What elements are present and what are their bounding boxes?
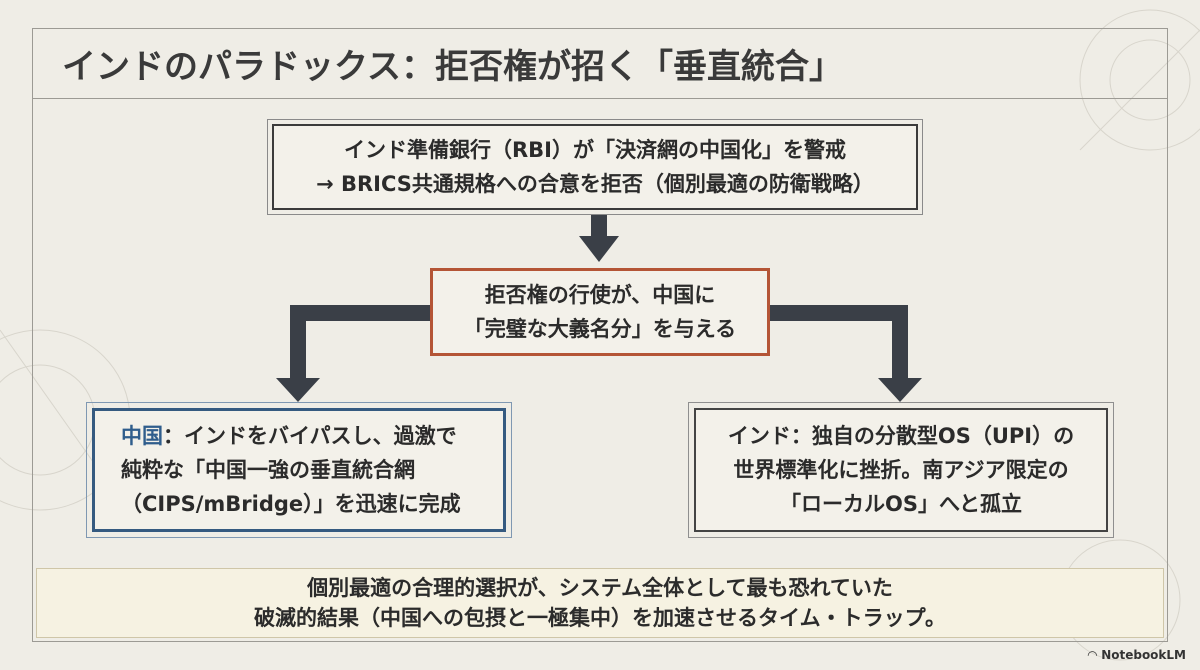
india-outcome-line2: 世界標準化に挫折。南アジア限定の (733, 458, 1069, 482)
conclusion-line1: 個別最適の合理的選択が、システム全体として最も恐れていた (307, 576, 893, 600)
china-outcome-box: 中国：インドをバイパスし、過激で 純粋な「中国一強の垂直統合網 （CIPS/mB… (86, 402, 512, 538)
arrow-mid-to-right-horizontal (768, 305, 908, 321)
india-outcome-box: インド：独自の分散型OS（UPI）の 世界標準化に挫折。南アジア限定の 「ローカ… (688, 402, 1114, 538)
india-outcome-line1: インド：独自の分散型OS（UPI）の (727, 424, 1075, 448)
arrow-top-to-mid-head (579, 236, 619, 262)
slide-frame (32, 28, 1168, 642)
conclusion-line2: 破滅的結果（中国への包摂と一極集中）を加速させるタイム・トラップ。 (254, 606, 946, 630)
arrow-top-to-mid-shaft (591, 214, 607, 238)
veto-consequence-box: 拒否権の行使が、中国に 「完璧な大義名分」を与える (430, 268, 770, 356)
china-outcome-line2: 純粋な「中国一強の垂直統合網 (121, 458, 415, 482)
rbi-warning-line1: インド準備銀行（RBI）が「決済網の中国化」を警戒 (343, 138, 846, 162)
arrow-mid-to-left-horizontal (290, 305, 432, 321)
arrow-mid-to-left-head (276, 378, 320, 402)
china-outcome-line1-rest: ：インドをバイパスし、過激で (163, 424, 457, 448)
rbi-warning-box: インド準備銀行（RBI）が「決済網の中国化」を警戒 → BRICS共通規格への合… (267, 119, 923, 215)
veto-consequence-line2: 「完璧な大義名分」を与える (463, 317, 737, 341)
arrow-mid-to-right-vertical (892, 305, 908, 383)
notebooklm-logo: ◠ NotebookLM (1088, 648, 1186, 662)
notebooklm-logo-text: NotebookLM (1101, 648, 1186, 662)
conclusion-box: 個別最適の合理的選択が、システム全体として最も恐れていた 破滅的結果（中国への包… (36, 568, 1164, 638)
title-divider (32, 98, 1168, 99)
veto-consequence-line1: 拒否権の行使が、中国に (484, 283, 716, 307)
rbi-warning-line2: → BRICS共通規格への合意を拒否（個別最適の防衛戦略） (316, 172, 874, 196)
arrow-mid-to-right-head (878, 378, 922, 402)
china-outcome-line3: （CIPS/mBridge）」を迅速に完成 (121, 492, 461, 516)
notebooklm-icon: ◠ (1087, 648, 1102, 662)
slide-title: インドのパラドックス：拒否権が招く「垂直統合」 (62, 47, 843, 87)
china-highlight: 中国 (121, 424, 163, 448)
india-outcome-line3: 「ローカルOS」へと孤立 (780, 492, 1022, 516)
china-outcome-line1: 中国：インドをバイパスし、過激で (121, 419, 461, 453)
arrow-mid-to-left-vertical (290, 305, 306, 383)
